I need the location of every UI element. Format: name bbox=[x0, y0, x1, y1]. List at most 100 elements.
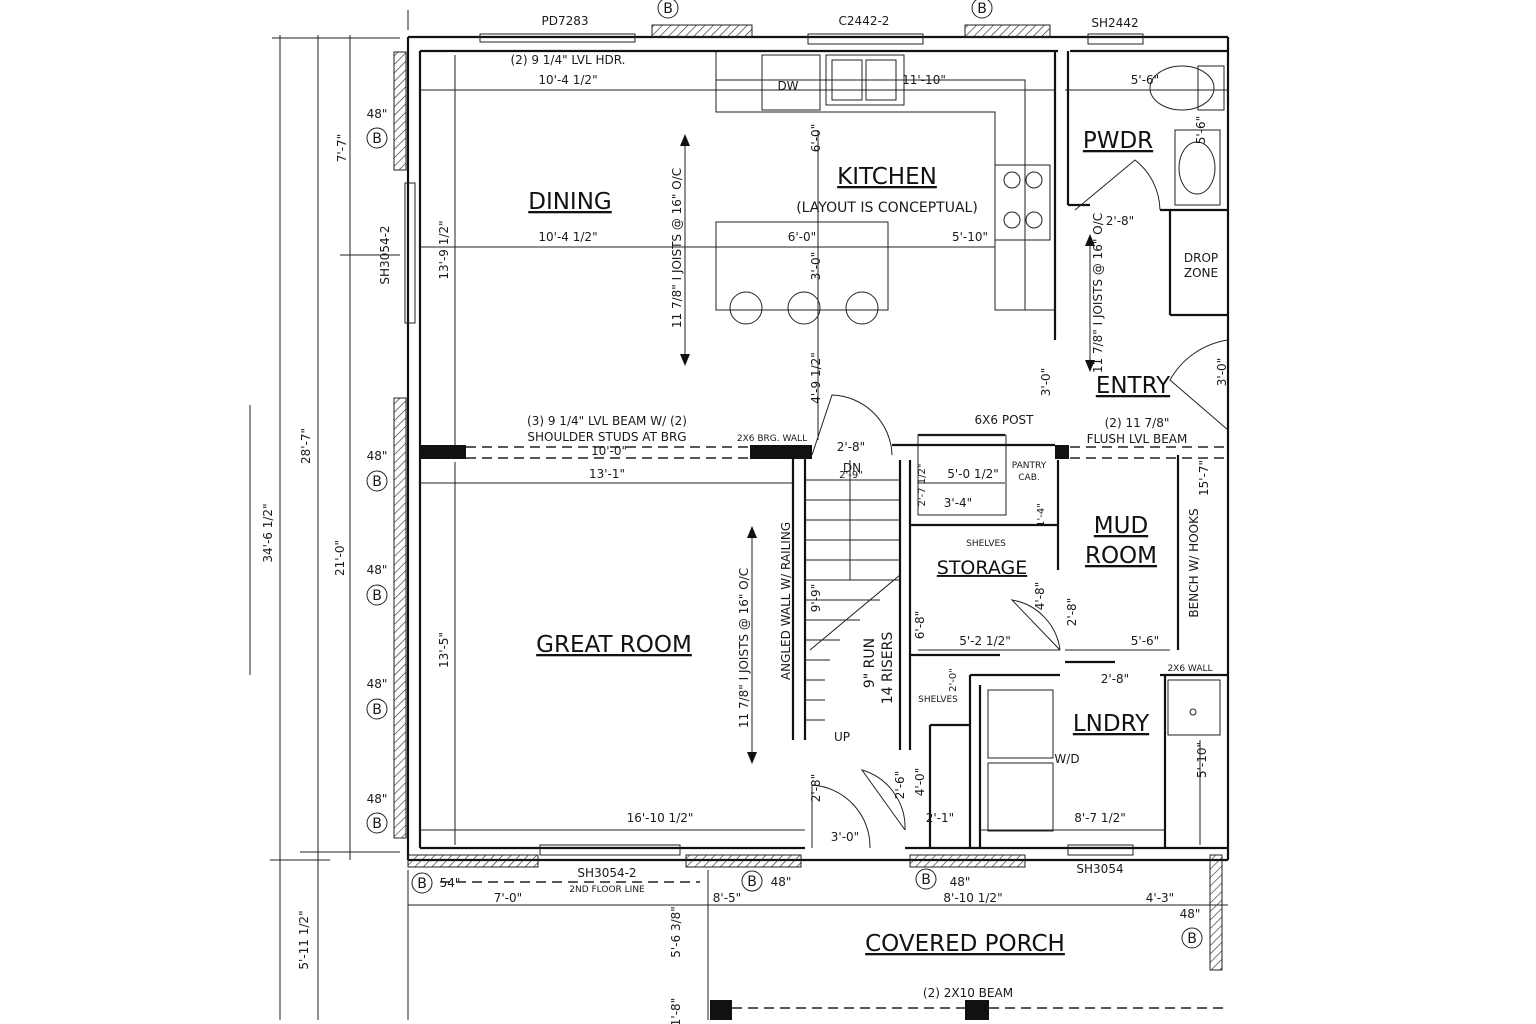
dim-label: 5'-6" bbox=[1131, 634, 1159, 648]
dim-label: 5'-2 1/2" bbox=[959, 634, 1011, 648]
note-washer-dryer: W/D bbox=[1054, 752, 1079, 766]
note-porch-beam: (2) 2X10 BEAM bbox=[923, 986, 1013, 1000]
note-flush-beam-1: (2) 11 7/8" bbox=[1105, 416, 1170, 430]
room-label-dining: DINING bbox=[528, 189, 612, 215]
brace-mark: B bbox=[372, 588, 382, 604]
dim-label: 10'-4 1/2" bbox=[538, 230, 597, 244]
window-label-sh3054-bottom: SH3054-2 bbox=[577, 866, 636, 880]
dim-label: 11'-10" bbox=[902, 73, 946, 87]
dim-label: 28'-7" bbox=[299, 428, 313, 464]
dim-label: 4'-9 1/2" bbox=[809, 352, 823, 404]
interior-dimension-lines bbox=[420, 55, 1228, 845]
dim-label: 2'-8" bbox=[1065, 598, 1079, 626]
room-label-room: ROOM bbox=[1085, 543, 1157, 569]
room-label-entry: ENTRY bbox=[1096, 373, 1171, 399]
brace-mark: B bbox=[921, 872, 931, 888]
note-post: 6X6 POST bbox=[975, 413, 1035, 427]
room-label-covered-porch: COVERED PORCH bbox=[865, 931, 1065, 957]
note-2x6-wall: 2X6 WALL bbox=[1167, 664, 1212, 674]
room-label-pwdr: PWDR bbox=[1083, 128, 1153, 154]
room-label-mud: MUD bbox=[1094, 513, 1148, 539]
staircase bbox=[805, 460, 901, 721]
brace-mark: B bbox=[417, 876, 427, 892]
dim-label: 34'-6 1/2" bbox=[261, 503, 275, 562]
left-dimension-lines bbox=[249, 35, 400, 1020]
note-brg-wall: 2X6 BRG. WALL bbox=[737, 434, 807, 444]
kitchen-fixtures bbox=[715, 52, 1055, 325]
note-flush-beam-2: FLUSH LVL BEAM bbox=[1087, 432, 1188, 446]
brace-size: 48" bbox=[367, 792, 388, 806]
window-labels: PD7283 C2442-2 SH2442 SH3054-2 SH3054-2 … bbox=[378, 14, 1139, 880]
dim-label: 10'-0" bbox=[591, 444, 627, 458]
structural-notes: (2) 9 1/4" LVL HDR. 11 7/8" I JOISTS @ 1… bbox=[511, 53, 1213, 1000]
covered-porch-structure bbox=[407, 870, 1228, 1020]
bath-laundry-fixtures bbox=[987, 65, 1225, 832]
dim-label: 2'-6" bbox=[893, 771, 907, 799]
dim-label: 2'-0" bbox=[948, 668, 959, 692]
room-label-kitchen: KITCHEN bbox=[837, 164, 937, 190]
joist-arrows bbox=[680, 134, 1095, 764]
brace-mark: B bbox=[663, 1, 673, 17]
room-label-zone: ZONE bbox=[1184, 266, 1218, 280]
dim-label: 4'-3" bbox=[1146, 891, 1174, 905]
dimension-labels: 10'-4 1/2" 11'-10" 5'-6" 6'-0" 5'-6" 10'… bbox=[261, 73, 1229, 1024]
dim-label: 2'-8" bbox=[1106, 214, 1134, 228]
dim-label: 4'-0" bbox=[913, 768, 927, 796]
note-2nd-floor-line: 2ND FLOOR LINE bbox=[569, 885, 645, 895]
dim-label: 5'-6 3/8" bbox=[669, 906, 683, 958]
brace-mark: B bbox=[372, 474, 382, 490]
dim-label: 16'-10 1/2" bbox=[627, 811, 694, 825]
dim-label: 1'-4" bbox=[1036, 503, 1047, 527]
brace-markers: 48" B 48" B 48" B 48" B 48" B B 54" B 48… bbox=[366, 0, 1203, 949]
dim-label: 7'-0" bbox=[494, 891, 522, 905]
brace-size: 48" bbox=[950, 875, 971, 889]
brace-mark: B bbox=[747, 874, 757, 890]
brace-mark: B bbox=[372, 131, 382, 147]
dim-label: 6'-0" bbox=[809, 124, 823, 152]
dim-label: 5'-6" bbox=[1194, 116, 1208, 144]
kitchen-note: (LAYOUT IS CONCEPTUAL) bbox=[796, 200, 978, 216]
brace-size: 54" bbox=[440, 876, 461, 890]
note-up: UP bbox=[834, 730, 850, 744]
dim-label: 10'-4 1/2" bbox=[538, 73, 597, 87]
dim-label: 21'-0" bbox=[333, 540, 347, 576]
window-label-sh2442: SH2442 bbox=[1091, 16, 1138, 30]
brace-mark: B bbox=[1187, 931, 1197, 947]
room-label-drop: DROP bbox=[1184, 251, 1218, 265]
brace-size: 48" bbox=[367, 677, 388, 691]
dim-label: 2'-7 1/2" bbox=[917, 464, 928, 507]
note-down: DN bbox=[843, 461, 861, 475]
window-label-pd7283: PD7283 bbox=[541, 14, 588, 28]
dim-label: 5'-10" bbox=[952, 230, 988, 244]
room-label-storage: STORAGE bbox=[937, 557, 1027, 579]
note-stair-run: 9" RUN bbox=[862, 638, 878, 688]
dim-label: 2'-8" bbox=[809, 774, 823, 802]
brace-size: 48" bbox=[1180, 907, 1201, 921]
room-label-great-room: GREAT ROOM bbox=[536, 632, 692, 658]
dim-label: 3'-0" bbox=[809, 252, 823, 280]
dim-label: 6'-8" bbox=[913, 611, 927, 639]
brace-mark: B bbox=[977, 1, 987, 17]
dim-label: 1'-8" bbox=[669, 998, 683, 1024]
note-shelves-low: SHELVES bbox=[918, 695, 958, 705]
interior-walls bbox=[420, 51, 1228, 848]
dim-label: 3'-0" bbox=[1039, 368, 1053, 396]
dim-label: 15'-7" bbox=[1197, 460, 1211, 496]
note-pantry-2: CAB. bbox=[1018, 473, 1039, 483]
brace-mark: B bbox=[372, 816, 382, 832]
brace-size: 48" bbox=[367, 107, 388, 121]
room-labels: DINING KITCHEN (LAYOUT IS CONCEPTUAL) PW… bbox=[528, 128, 1218, 957]
dim-label: 4'-8" bbox=[1033, 582, 1047, 610]
dim-label: 5'-11 1/2" bbox=[297, 910, 311, 969]
dim-label: 2'-8" bbox=[837, 440, 865, 454]
window-label-sh3054-left: SH3054-2 bbox=[378, 225, 392, 284]
brace-size: 48" bbox=[367, 449, 388, 463]
windows bbox=[404, 33, 1144, 856]
dim-label: 3'-0" bbox=[1215, 358, 1229, 386]
window-label-sh3054-right: SH3054 bbox=[1076, 862, 1123, 876]
dim-label: 5'-0 1/2" bbox=[947, 467, 999, 481]
note-joists-left: 11 7/8" I JOISTS @ 16" O/C bbox=[670, 168, 684, 328]
note-pantry-1: PANTRY bbox=[1012, 461, 1047, 471]
brace-size: 48" bbox=[367, 563, 388, 577]
